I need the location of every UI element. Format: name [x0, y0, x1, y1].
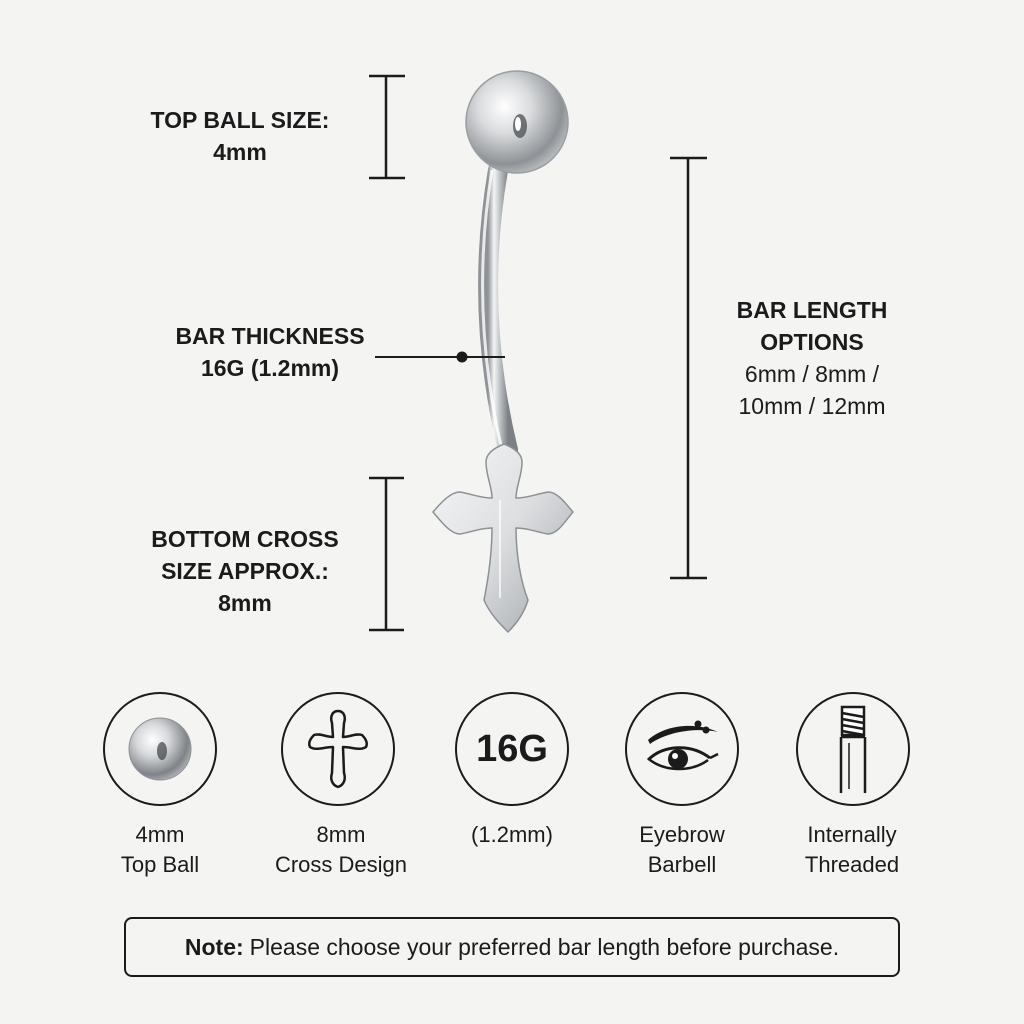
feature-ball-line2: Top Ball	[120, 852, 200, 877]
feature-threaded-line2: Threaded	[804, 852, 900, 877]
bottom-cross	[432, 443, 574, 634]
bar-length-values-line1: 6mm / 8mm /	[744, 361, 880, 387]
bottom-cross-value: 8mm	[218, 590, 272, 616]
bottom-cross-size-label: BOTTOM CROSS SIZE APPROX.: 8mm	[130, 523, 360, 619]
bar-thickness-title: BAR THICKNESS	[175, 323, 365, 349]
cross-icon	[281, 692, 395, 806]
top-ball-size-value: 4mm	[213, 139, 267, 165]
feature-caption-eyebrow: Eyebrow Barbell	[592, 820, 772, 880]
bar-length-title-line1: BAR LENGTH	[736, 297, 888, 323]
feature-cross-line1: 8mm	[316, 822, 366, 847]
note-label: Note:	[184, 933, 244, 960]
product-illustration	[369, 70, 707, 634]
bottom-cross-title-line1: BOTTOM CROSS	[151, 526, 339, 552]
feature-eyebrow-line1: Eyebrow	[639, 822, 725, 847]
feature-eyebrow-line2: Barbell	[647, 852, 717, 877]
feature-threaded-line1: Internally	[807, 822, 897, 847]
feature-ball-line1: 4mm	[135, 822, 185, 847]
feature-caption-gauge: (1.2mm)	[422, 820, 602, 850]
gauge-icon-text: 16G	[476, 727, 548, 770]
ball-icon	[103, 692, 217, 806]
feature-cross-line2: Cross Design	[274, 852, 408, 877]
eyebrow-icon	[625, 692, 739, 806]
threaded-icon	[796, 692, 910, 806]
feature-caption-cross: 8mm Cross Design	[251, 820, 431, 880]
note-text: Please choose your preferred bar length …	[249, 933, 840, 960]
bar-length-title-line2: OPTIONS	[760, 329, 864, 355]
note-box: Note: Please choose your preferred bar l…	[124, 917, 900, 977]
bar-length-values-line2: 10mm / 12mm	[738, 393, 886, 419]
bottom-cross-title-line2: SIZE APPROX.:	[161, 558, 329, 584]
barbell-bar	[478, 160, 518, 460]
bar-thickness-label: BAR THICKNESS 16G (1.2mm)	[160, 320, 380, 384]
bar-length-options-label: BAR LENGTH OPTIONS 6mm / 8mm / 10mm / 12…	[702, 294, 922, 422]
gauge-icon: 16G	[455, 692, 569, 806]
feature-gauge-line1: (1.2mm)	[471, 822, 553, 847]
feature-caption-threaded: Internally Threaded	[762, 820, 942, 880]
top-ball-size-title: TOP BALL SIZE:	[150, 107, 330, 133]
feature-caption-ball: 4mm Top Ball	[70, 820, 250, 880]
bar-thickness-value: 16G (1.2mm)	[200, 355, 340, 381]
top-ball-size-label: TOP BALL SIZE: 4mm	[130, 104, 350, 168]
